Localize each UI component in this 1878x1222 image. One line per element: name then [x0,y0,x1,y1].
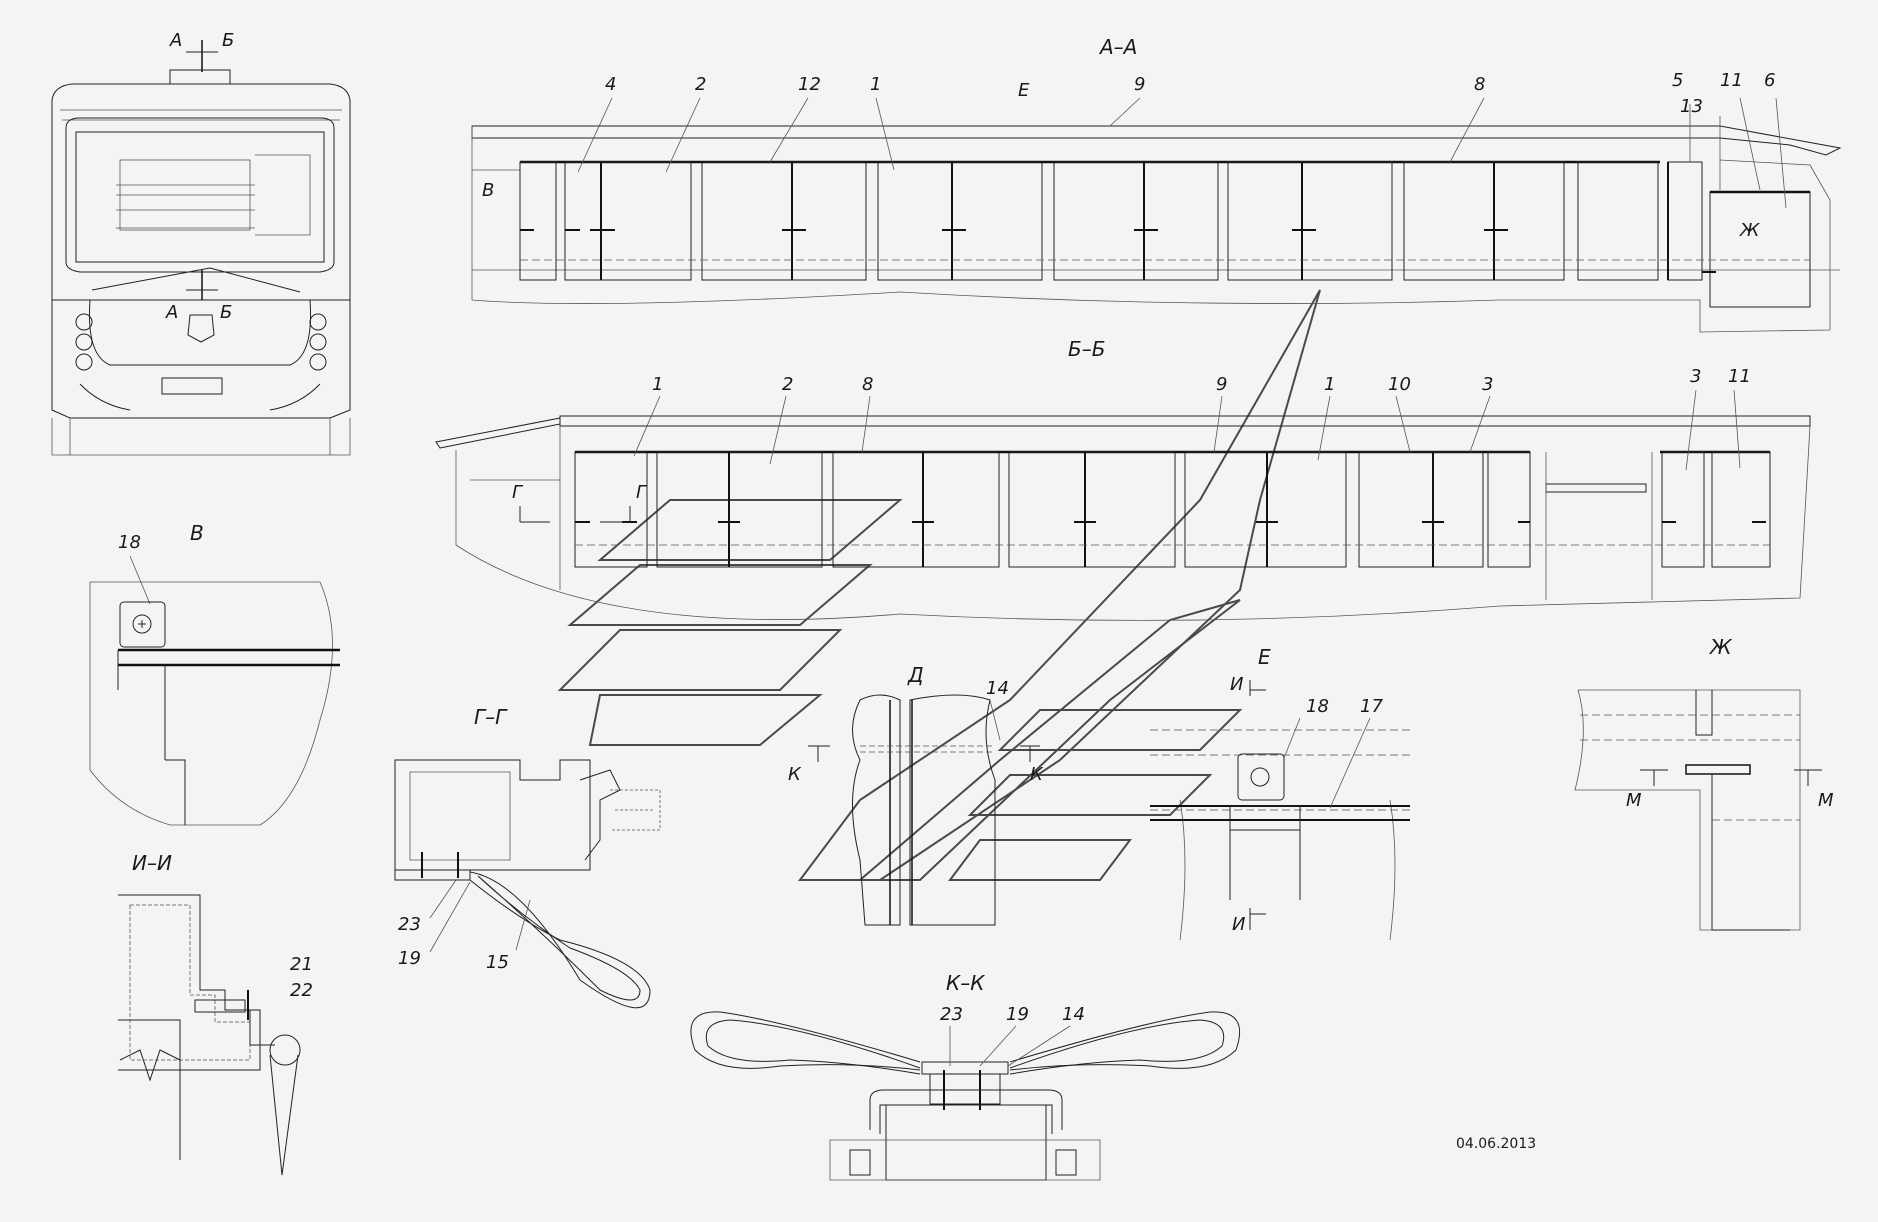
watermark-logo [557,289,1321,881]
bb-callout-3a: 3 [1482,374,1493,395]
section-aa: А–А 4 2 12 [471,35,1842,333]
aa-callout-12: 12 [798,74,821,95]
view-e: Е И 18 17 И [1150,645,1410,941]
gg-callout-23: 23 [398,914,421,935]
gg-callout-19: 19 [398,948,421,969]
detail-v-callout-18: 18 [118,532,141,553]
view-e-title: Е [1258,645,1271,669]
bb-callout-11: 11 [1728,366,1751,387]
gg-callout-15: 15 [486,952,509,973]
section-kk-title: К–К [946,971,985,995]
e-cut-i-bottom: И [1232,914,1245,935]
kk-callout-14: 14 [1062,1004,1085,1025]
e-callout-17: 17 [1360,696,1383,717]
view-zh-title: Ж [1708,635,1733,659]
section-bb: Б–Б 1 2 8 [435,337,1811,621]
e-cut-i-top: И [1230,674,1243,695]
section-aa-title: А–А [1098,35,1137,59]
aa-callout-13: 13 [1680,96,1703,117]
section-gg-title: Г–Г [474,705,508,729]
aa-callout-9: 9 [1134,74,1145,95]
aa-callout-e: Е [1018,80,1030,101]
aa-callout-v: В [482,180,494,201]
aa-callout-5: 5 [1672,70,1683,91]
ii-callout-22: 22 [290,980,313,1001]
bb-callout-1a: 1 [652,374,663,395]
view-d: Д 14 К К [788,663,1044,926]
cut-mark-b-top: Б [222,30,234,51]
view-d-title: Д [907,663,924,687]
bb-callout-1b: 1 [1324,374,1335,395]
kk-callout-23: 23 [940,1004,963,1025]
detail-v: В 18 [89,521,340,826]
bb-callout-9: 9 [1216,374,1227,395]
section-ii: И–И 21 22 [118,851,313,1176]
aa-callout-1: 1 [870,74,881,95]
bb-callout-3b: 3 [1690,366,1701,387]
d-cut-k-left: К [788,764,802,785]
ii-callout-21: 21 [290,954,313,975]
bb-cut-g-left: Г [512,482,524,503]
aa-callout-zh: Ж [1739,220,1760,241]
section-bb-title: Б–Б [1068,337,1105,361]
section-gg: Г–Г 23 19 15 [394,705,661,1009]
cut-mark-a-bottom: А [165,302,178,323]
section-ii-title: И–И [132,851,172,875]
kk-callout-19: 19 [1006,1004,1029,1025]
detail-v-title: В [190,521,204,545]
aa-callout-11: 11 [1720,70,1743,91]
d-callout-14: 14 [986,678,1009,699]
view-zh: Ж М М [1574,635,1834,931]
zh-cut-m-left: М [1626,790,1642,811]
cut-mark-a-top: А [169,30,182,51]
bb-callout-2: 2 [782,374,793,395]
section-kk: К–К 23 19 14 [690,971,1241,1181]
aa-callout-6: 6 [1764,70,1775,91]
cut-mark-b-bottom: Б [220,302,232,323]
front-view: А Б А Б [51,30,351,456]
aa-callout-2: 2 [695,74,706,95]
bb-callout-10: 10 [1388,374,1411,395]
e-callout-18: 18 [1306,696,1329,717]
aa-callout-8: 8 [1474,74,1485,95]
bb-cut-g-right: Г [636,482,648,503]
drawing-date: 04.06.2013 [1456,1136,1536,1152]
bb-callout-8: 8 [862,374,873,395]
zh-cut-m-right: М [1818,790,1834,811]
d-cut-k-right: К [1030,764,1044,785]
aa-callout-4: 4 [605,74,616,95]
